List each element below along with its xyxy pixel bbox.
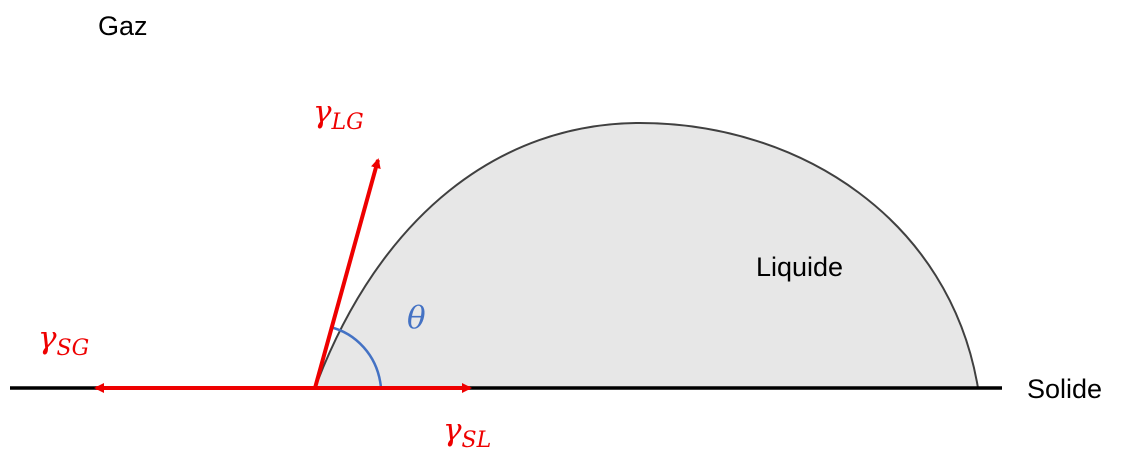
liquid-droplet: [313, 121, 980, 389]
gamma-sl-label: γSL: [443, 412, 491, 453]
liquid-label: Liquide: [756, 252, 843, 282]
gas-label: Gaz: [98, 11, 148, 41]
contact-angle-arc: [329, 325, 383, 389]
gamma-lg-label: γLG: [313, 94, 364, 135]
solid-label: Solide: [1027, 374, 1102, 404]
vector-gamma-lg: [313, 158, 381, 389]
gamma-sg-label: γSG: [38, 320, 89, 361]
theta-label: θ: [407, 300, 426, 336]
